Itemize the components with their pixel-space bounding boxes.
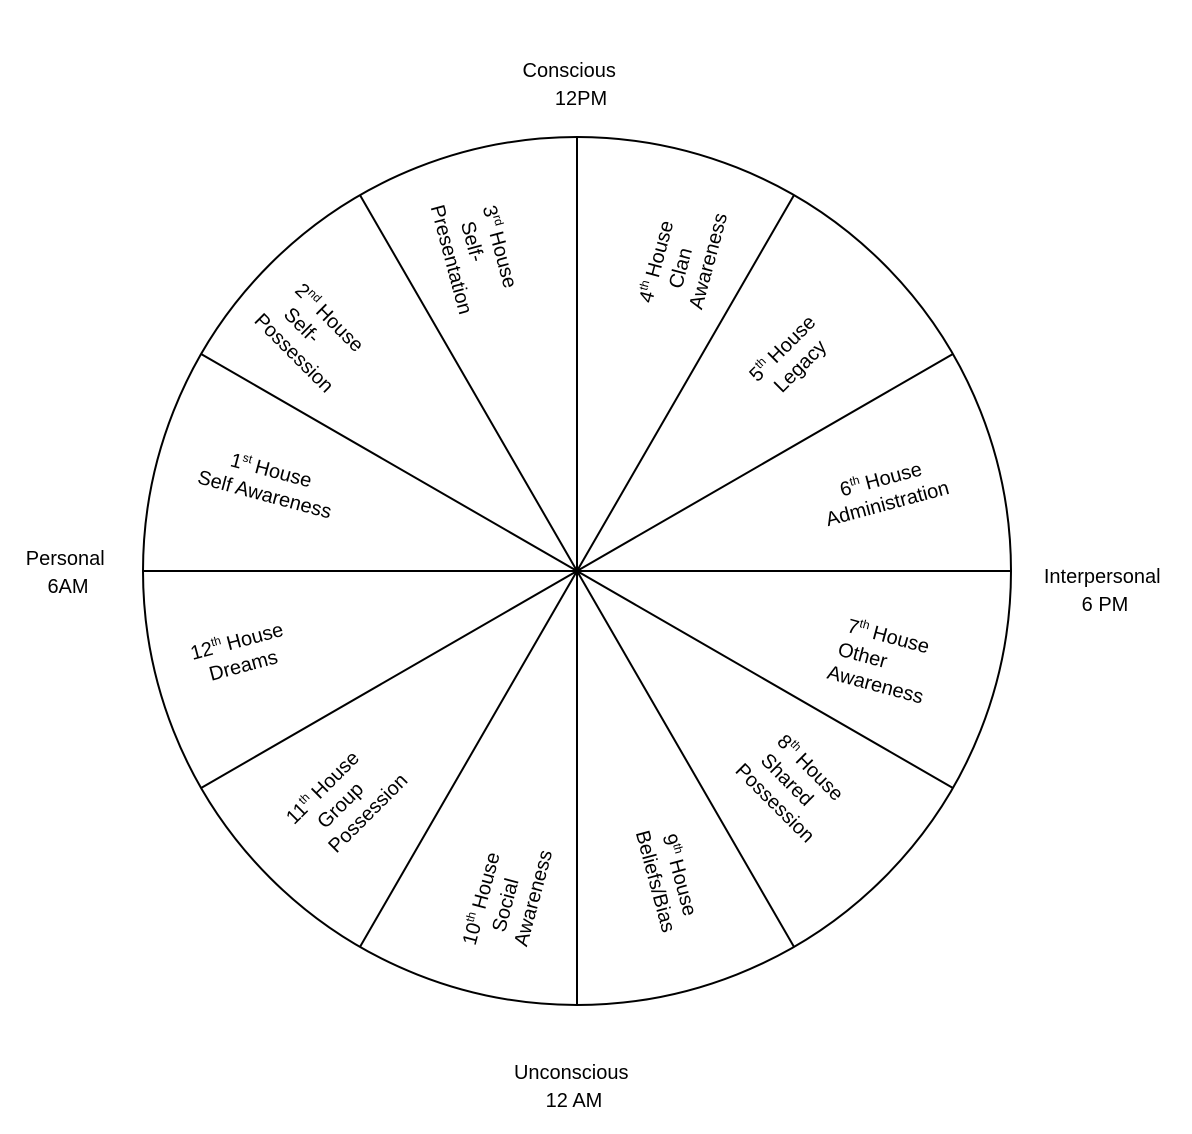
house-text: 1stHouseSelf Awareness [195,441,340,524]
house-labels: 1stHouseSelf Awareness 2ndHouseSelf-Posse… [188,189,951,960]
house-label-6: 6thHouseAdministration [816,451,951,531]
spoke-line [576,353,954,572]
house-text: 8thHouseSharedPossession [731,723,856,848]
spoke-line [200,353,578,572]
house-text: 10thHouseSocialAwareness [457,834,557,960]
house-text: 7thHouseOtherAwareness [825,612,939,709]
axis-label-bottom: Unconscious 12 AM [514,1062,634,1112]
axis-right-line-1: Interpersonal [1044,566,1161,588]
spoke-line [359,194,578,572]
house-number-suffix: th [858,616,871,632]
house-number-suffix: rd [490,213,506,227]
house-text: 4thHouseClanAwareness [633,197,732,318]
house-number: 10 [459,920,486,947]
house-number: 4 [635,289,659,305]
house-number-suffix: th [670,842,686,855]
axis-label-left: Personal 6AM [26,548,111,598]
house-text: 5thHouseLegacy [744,310,838,404]
house-label-11: 11thHouseGroupPossession [281,733,412,864]
house-label-8: 8thHouseSharedPossession [731,723,856,848]
house-text: 12thHouseDreams [188,617,293,689]
house-text: 11thHouseGroupPossession [281,733,412,864]
axis-left-line-1: Personal [26,548,105,570]
house-number: 1 [228,449,244,473]
spoke-line [576,570,954,789]
house-text: 3rdHouseSelf-Presentation [426,189,527,317]
spoke-line [359,570,578,948]
axis-bottom-line-2: 12 AM [546,1090,603,1112]
house-text: 9thHouseBeliefs/Bias [631,821,705,935]
axis-left-line-2: 6AM [47,576,88,598]
house-label-4: 4thHouseClanAwareness [633,197,732,318]
house-number: 9 [658,832,682,848]
house-word: House [224,619,286,655]
house-label-9: 9thHouseBeliefs/Bias [631,821,705,935]
house-number: 3 [478,203,502,219]
house-label-12: 12thHouseDreams [188,617,293,689]
house-word: House [485,229,521,291]
spoke-line [576,194,795,572]
house-text: 2ndHouseSelf-Possession [250,273,375,398]
axis-top-line-1: Conscious [523,60,616,82]
house-label-5: 5thHouseLegacy [744,310,838,404]
axis-right-line-2: 6 PM [1082,594,1129,616]
axis-top-line-2: 12PM [555,88,607,110]
house-label-10: 10thHouseSocialAwareness [457,834,557,960]
house-number-suffix: th [209,633,222,649]
house-number-suffix: th [848,473,861,489]
house-number-suffix: th [463,910,479,923]
house-label-2: 2ndHouseSelf-Possession [250,273,375,398]
house-subtitle-line: Dreams [207,646,280,685]
house-number-suffix: st [241,450,254,466]
spokes [143,137,1011,1005]
house-label-1: 1stHouseSelf Awareness [195,441,340,524]
axis-bottom-line-1: Unconscious [514,1062,629,1084]
spoke-line [576,570,795,948]
house-number: 7 [845,615,861,639]
house-number: 6 [838,477,854,501]
spoke-line [200,570,578,789]
house-text: 6thHouseAdministration [816,451,951,531]
axis-label-top: Conscious 12PM [523,60,622,110]
house-label-3: 3rdHouseSelf-Presentation [426,189,527,317]
house-number-suffix: th [636,279,652,292]
axis-label-right: Interpersonal 6 PM [1044,566,1166,616]
house-label-7: 7thHouseOtherAwareness [825,612,939,709]
